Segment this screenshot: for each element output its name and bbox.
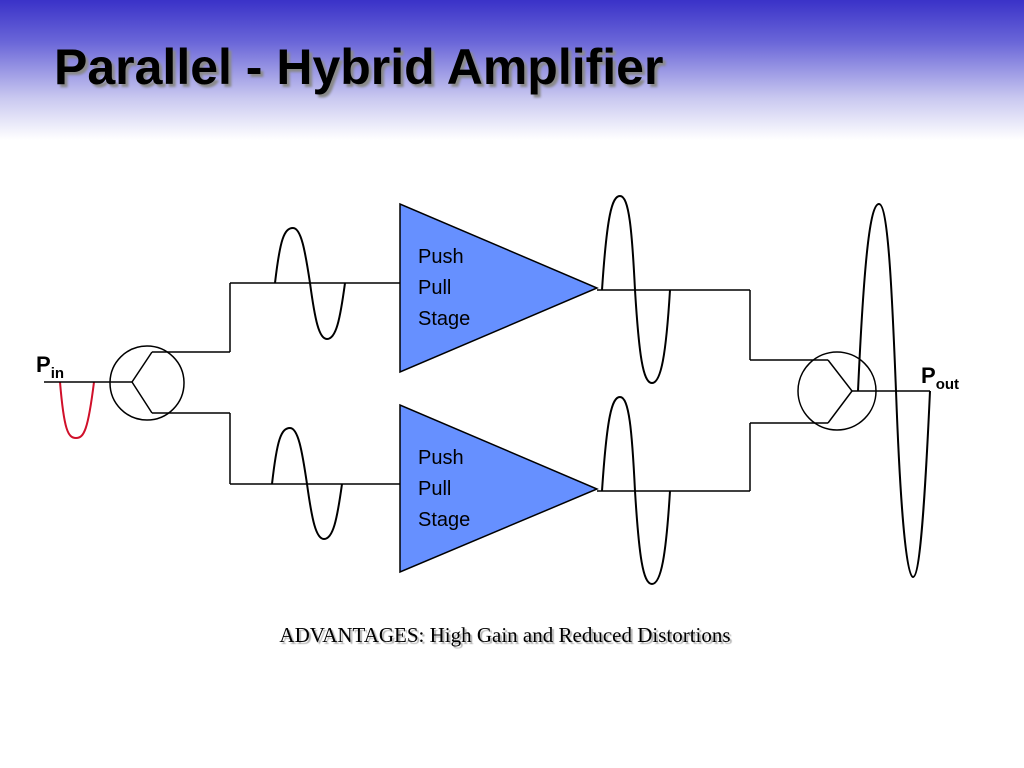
input-signal-wave — [59, 381, 95, 440]
header-band — [0, 0, 1024, 140]
output-combiner — [797, 351, 930, 431]
lower-output-wave — [601, 395, 671, 586]
lower-input-wave — [271, 426, 343, 541]
upper-stage-label-line-1: Push — [418, 246, 464, 268]
lower-push-pull-stage: Push Pull Stage — [399, 403, 599, 574]
output-signal-wave — [857, 202, 931, 579]
upper-stage-label-line-2: Pull — [418, 277, 451, 299]
upper-push-pull-stage: Push Pull Stage — [399, 202, 599, 374]
lower-stage-label-line-2: Pull — [418, 478, 451, 500]
lower-input-path — [229, 413, 400, 485]
lower-stage-label-line-3: Stage — [418, 509, 470, 531]
input-splitter — [109, 345, 230, 421]
output-port-label: Pout — [921, 363, 959, 393]
input-port-label: Pin — [36, 352, 64, 382]
upper-output-path — [597, 289, 828, 361]
upper-output-wave — [601, 194, 671, 385]
upper-input-path — [229, 282, 400, 352]
slide-title: Parallel - Hybrid Amplifier — [54, 39, 664, 95]
upper-stage-label-line-3: Stage — [418, 308, 470, 330]
upper-input-wave — [274, 226, 346, 341]
lower-stage-label-line-1: Push — [418, 447, 464, 469]
advantages-caption: ADVANTAGES: High Gain and Reduced Distor… — [279, 623, 731, 647]
